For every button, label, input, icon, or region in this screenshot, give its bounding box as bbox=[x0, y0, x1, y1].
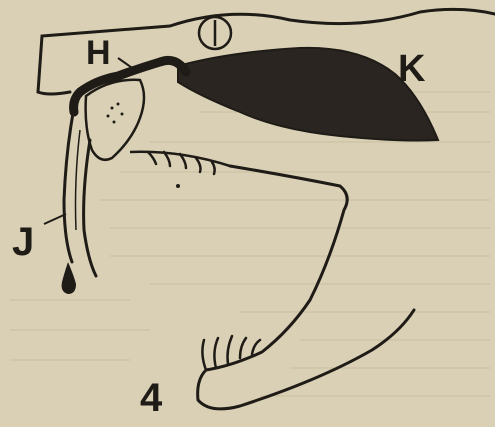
label-jaw: 4 bbox=[140, 378, 162, 418]
circle-mark bbox=[196, 14, 234, 52]
label-venom-gland: K bbox=[398, 50, 425, 88]
center-dot bbox=[176, 184, 180, 188]
fang-inner-canal bbox=[76, 130, 81, 230]
venom-drop bbox=[62, 262, 76, 294]
upper-teeth bbox=[148, 152, 215, 174]
label-duct: H bbox=[86, 36, 111, 70]
lower-jaw-outline bbox=[198, 166, 414, 409]
skull-back-edge bbox=[38, 92, 70, 94]
fang-base-bone bbox=[86, 80, 144, 160]
label-fang: J bbox=[12, 222, 34, 262]
fang-pointer-line bbox=[44, 214, 66, 224]
